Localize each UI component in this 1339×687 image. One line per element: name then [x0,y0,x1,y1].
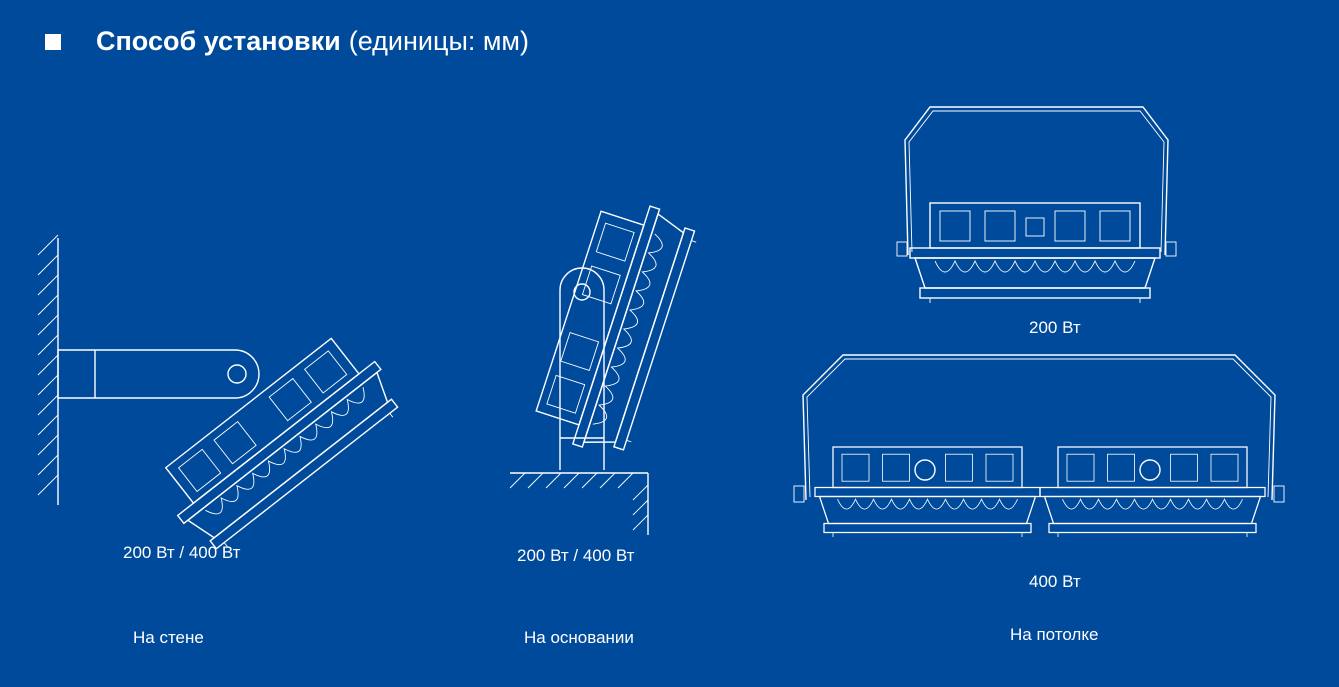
ceiling-400w-label: 400 Вт [1029,572,1081,591]
ceiling-mount-caption: На потолке [1010,625,1099,644]
section-title: Способ установки [96,26,341,56]
units-note: (единицы: мм) [348,26,529,56]
ceiling-200w-label: 200 Вт [1029,318,1081,337]
base-mount-caption: На основании [524,628,634,647]
wall-mount-diagram [37,234,410,560]
wall-mount-caption: На стене [133,628,204,647]
ceiling-mount-200w-diagram [896,106,1177,304]
ceiling-mount-400w-diagram [793,354,1285,538]
section-header: Способ установки (единицы: мм) [45,26,529,57]
base-mount-power-label: 200 Вт / 400 Вт [517,546,635,565]
bullet-square-icon [45,33,61,50]
base-mount-diagram [509,191,704,535]
wall-mount-power-label: 200 Вт / 400 Вт [123,543,241,562]
